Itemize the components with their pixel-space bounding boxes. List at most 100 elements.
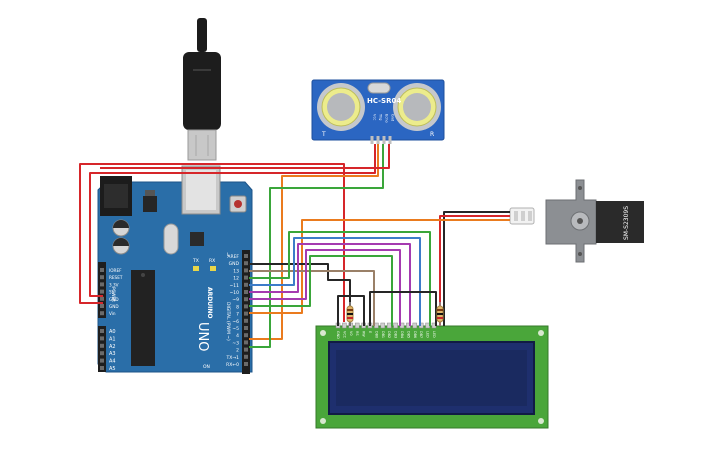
analog-pin-label: A2 xyxy=(109,344,116,350)
digital-pin-12 xyxy=(244,340,248,345)
usb-cable xyxy=(183,18,221,161)
sensor-pin-label: Gnd xyxy=(391,114,395,121)
power-pin-label: GND xyxy=(109,297,119,302)
power-pin-4 xyxy=(100,296,104,301)
digital-pin-9 xyxy=(244,318,248,323)
power-pin-label: 5V xyxy=(109,290,115,295)
digital-pin-2 xyxy=(244,268,248,273)
power-pin-1 xyxy=(100,275,104,280)
arduino-uno-board: TX RX L ON ARDUINO UNO DIGITAL (PWM ~) P… xyxy=(97,165,253,374)
digital-pin-15 xyxy=(244,362,248,366)
power-pin-2 xyxy=(100,282,104,287)
lcd-pin-label: V0 xyxy=(349,331,353,335)
digital-pin-4 xyxy=(244,282,248,287)
led-label-l: L xyxy=(227,252,230,258)
analog-pin-3 xyxy=(100,351,104,356)
analog-pin-2 xyxy=(100,343,104,348)
analog-pin-4 xyxy=(100,358,104,363)
lcd-pin-label: E xyxy=(368,331,372,333)
power-pin-label: RESET xyxy=(109,275,123,280)
analog-pin-label: A3 xyxy=(109,351,116,357)
lcd-pin-label: GND xyxy=(336,331,340,339)
digital-pin-1 xyxy=(244,261,248,266)
servo-motor: SM-S2309S xyxy=(509,179,644,263)
lcd-pin-8 xyxy=(386,322,392,329)
lcd-pin-label: RS xyxy=(355,331,359,336)
digital-pin-label: 8 xyxy=(236,304,239,310)
digital-pin-14 xyxy=(244,354,248,359)
lcd-pin-label: DB7 xyxy=(419,331,423,338)
sensor-model: HC-SR04 xyxy=(367,97,401,105)
analog-pin-label: A0 xyxy=(109,329,116,335)
sensor-pin-3 xyxy=(388,136,392,144)
wire-echo xyxy=(249,144,384,348)
analog-pin-label: A5 xyxy=(109,366,116,372)
wire-sensor-vcc xyxy=(100,144,390,169)
lcd-pin-label: VCC xyxy=(342,331,346,339)
digital-pin-label: 13 xyxy=(233,268,239,274)
wires xyxy=(79,144,510,348)
lcd-pin-label: DB2 xyxy=(387,331,391,338)
arduino-brand: ARDUINO xyxy=(206,287,213,318)
analog-pin-label: A4 xyxy=(109,359,116,365)
power-pin-6 xyxy=(100,311,104,316)
wire-servo-signal xyxy=(249,219,510,314)
digital-pin-label: RX←0 xyxy=(226,362,239,368)
sensor-pin-label: Vcc xyxy=(373,114,377,120)
wire-5v-lcd xyxy=(79,163,345,322)
lcd-pin-9 xyxy=(393,322,398,329)
digital-pin-label: ~3 xyxy=(232,340,239,346)
digital-pin-3 xyxy=(244,275,248,280)
lcd-pin-label: DB0 xyxy=(374,331,378,338)
analog-pin-0 xyxy=(100,329,104,333)
wire-5v xyxy=(89,144,376,297)
digital-pin-label: ~5 xyxy=(232,326,239,332)
digital-pin-label: ~11 xyxy=(230,283,240,289)
wire-lcd-rs xyxy=(249,270,375,326)
lcd-pin-7 xyxy=(380,322,386,329)
sensor-pin-2 xyxy=(382,136,386,144)
digital-pin-5 xyxy=(244,290,248,294)
wire-servo-gnd xyxy=(443,211,510,326)
power-pin-label: GND xyxy=(109,304,119,309)
digital-pin-11 xyxy=(244,333,248,338)
arduino-model: UNO xyxy=(195,322,210,351)
digital-pin-0 xyxy=(244,254,248,258)
wire-lcd-db5 xyxy=(249,243,411,326)
lcd-pin-3 xyxy=(354,322,360,329)
power-pin-label: Vin xyxy=(109,311,116,316)
wire-lcd-rw xyxy=(337,295,365,326)
led-label-rx: RX xyxy=(209,258,215,264)
sensor-mark-t: T xyxy=(321,131,326,138)
lcd-pin-label: DB5 xyxy=(406,331,410,338)
resistor-2 xyxy=(436,302,444,326)
power-pin-label: 3.3V xyxy=(109,282,119,287)
wire-lcd-db4 xyxy=(249,237,421,326)
wire-lcd-db6 xyxy=(249,249,401,326)
power-pin-label: IOREF xyxy=(109,268,122,273)
digital-pin-6 xyxy=(244,297,248,302)
analog-pin-1 xyxy=(100,336,104,341)
power-pin-0 xyxy=(100,268,104,272)
digital-pin-label: GND xyxy=(229,261,240,267)
lcd-pin-label: DB4 xyxy=(400,331,404,338)
lcd-pin-label: DB3 xyxy=(394,331,398,338)
digital-pin-10 xyxy=(244,326,248,330)
digital-pin-label: TX→1 xyxy=(226,355,240,361)
sensor-pin-label: Echo xyxy=(385,114,389,123)
sensor-pin-label: Trig xyxy=(379,113,383,120)
led-label-tx: TX xyxy=(192,258,199,264)
wire-servo-vcc xyxy=(439,215,510,326)
analog-pin-5 xyxy=(100,366,104,370)
power-pin-3 xyxy=(100,289,104,294)
digital-pin-label: 12 xyxy=(233,276,239,282)
sensor-pin-1 xyxy=(376,136,380,144)
lcd-pin-1 xyxy=(342,322,347,329)
on-label: ON xyxy=(203,364,210,370)
digital-pin-label: AREF xyxy=(227,254,239,260)
resistor-1 xyxy=(346,302,354,326)
sensor-pin-0 xyxy=(370,136,374,144)
digital-pin-13 xyxy=(244,347,248,352)
analog-pin-label: A1 xyxy=(109,336,116,342)
